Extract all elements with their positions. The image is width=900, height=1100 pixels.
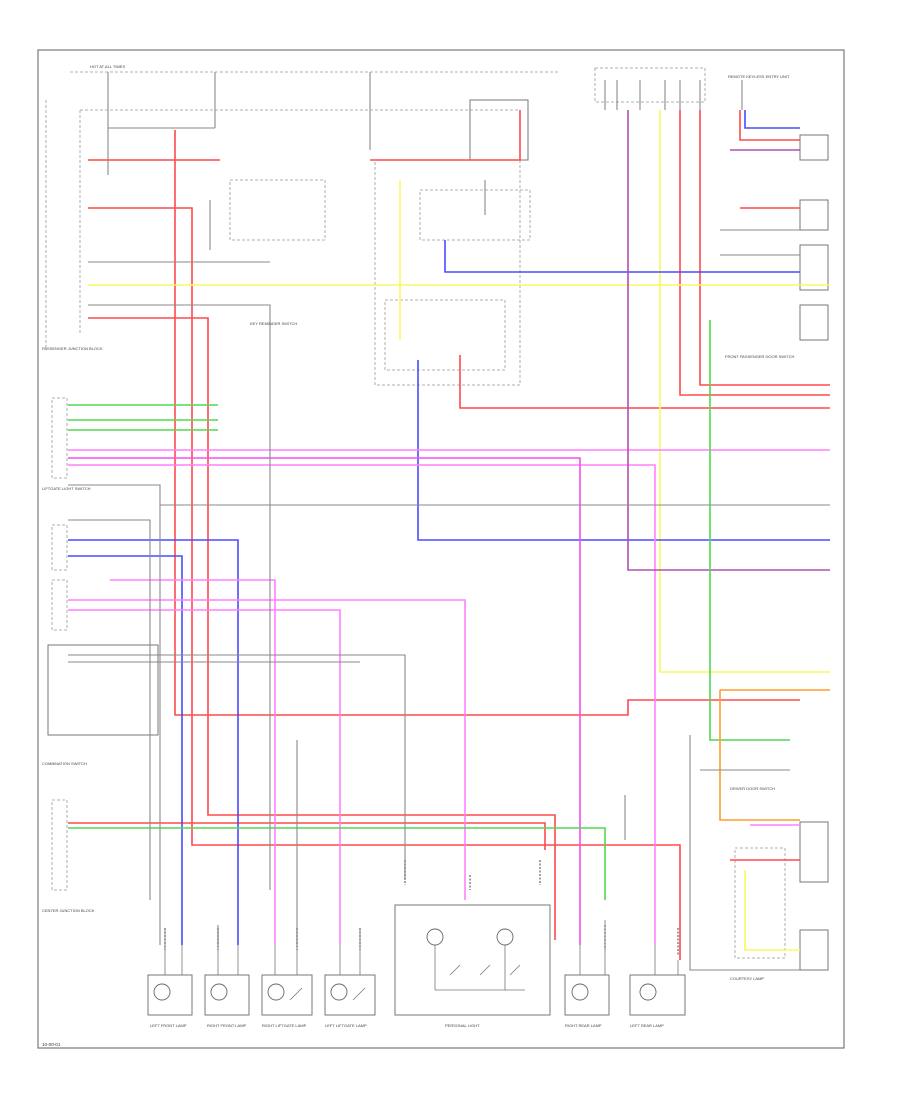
right-liftgate-lamp: [261, 930, 313, 1016]
wire-red-12: [68, 822, 546, 850]
diagram-frame: [37, 49, 845, 1049]
wire-red-6: [679, 110, 830, 396]
wire-yellow-4: [744, 870, 800, 951]
wire-purple-1: [627, 110, 830, 571]
remote-keyless-connector: [594, 67, 743, 110]
label-personal-light: PERSONAL LIGHT: [445, 1023, 480, 1028]
wire-red-2: [88, 207, 681, 960]
footer-code: 10-00-01: [42, 1042, 61, 1047]
label-left-front-lamp: LEFT FRONT LAMP: [150, 1023, 187, 1028]
left-liftgate-lamp: [324, 930, 376, 1016]
label-liftgate-light-switch: LIFTGATE LIGHT SWITCH: [42, 486, 91, 491]
wire-gray-5: [68, 484, 161, 945]
wire-red-9: [739, 110, 800, 141]
connector-marks: [164, 860, 679, 955]
label-hot-at-all-times: HOT AT ALL TIMES: [90, 64, 125, 69]
wire-red-3: [174, 130, 800, 716]
wire-blue-1: [444, 240, 800, 273]
wire-red-7: [699, 110, 830, 386]
left-rear-lamp: [629, 945, 686, 1016]
left-front-lamp: [147, 930, 193, 1016]
wire-pink-4: [68, 609, 341, 945]
wire-blue-2: [417, 360, 830, 541]
label-left-rear-lamp: LEFT REAR LAMP: [630, 1023, 664, 1028]
wire-red-5: [459, 355, 830, 409]
wire-pink-3: [68, 599, 466, 900]
label-left-liftgate-lamp: LEFT LIFTGATE LAMP: [325, 1023, 367, 1028]
wire-red-4: [88, 317, 556, 940]
label-right-front-lamp: RIGHT FRONT LAMP: [207, 1023, 247, 1028]
wire-yellow-2: [659, 110, 830, 673]
label-remote-keyless: REMOTE KEYLESS ENTRY UNIT: [728, 74, 790, 79]
wire-green-5: [709, 320, 790, 741]
wire-orange-2: [719, 690, 800, 821]
wire-gray-2: [68, 654, 406, 880]
label-driver-door-switch: DRIVER DOOR SWITCH: [730, 786, 775, 791]
label-front-passenger: FRONT PASSENGER DOOR SWITCH: [725, 354, 795, 359]
label-right-rear-lamp: RIGHT REAR LAMP: [565, 1023, 602, 1028]
wire-red-8: [370, 110, 521, 161]
label-key-reminder: KEY REMINDER SWITCH: [250, 321, 297, 326]
wire-blue-4: [68, 555, 183, 945]
wire-gray-6: [68, 519, 151, 900]
wire-pink-6: [110, 579, 276, 945]
right-front-lamp: [204, 930, 250, 1016]
label-passenger-junction-block: PASSENGER JUNCTION BLOCK: [42, 346, 103, 351]
label-combination-switch: COMBINATION SWITCH: [42, 761, 87, 766]
right-rear-lamp: [564, 920, 610, 1016]
left-connectors: [47, 397, 159, 891]
fuse-block: [70, 71, 560, 335]
wire-green-4: [68, 827, 606, 900]
label-courtesy-lamp: COURTESY LAMP: [730, 976, 764, 981]
right-side-connectors: [734, 134, 829, 971]
wire-blue-5: [744, 110, 800, 129]
wire-gray-4: [88, 304, 271, 890]
personal-light: [394, 904, 551, 1016]
wire-gray-9: [689, 735, 800, 971]
label-center-junction-block: CENTER JUNCTION BLOCK: [42, 908, 95, 913]
wire-blue-3: [68, 539, 239, 945]
wire-pink-2: [68, 464, 656, 945]
label-right-liftgate-lamp: RIGHT LIFTGATE LAMP: [262, 1023, 307, 1028]
wire-pink-5: [68, 457, 581, 945]
